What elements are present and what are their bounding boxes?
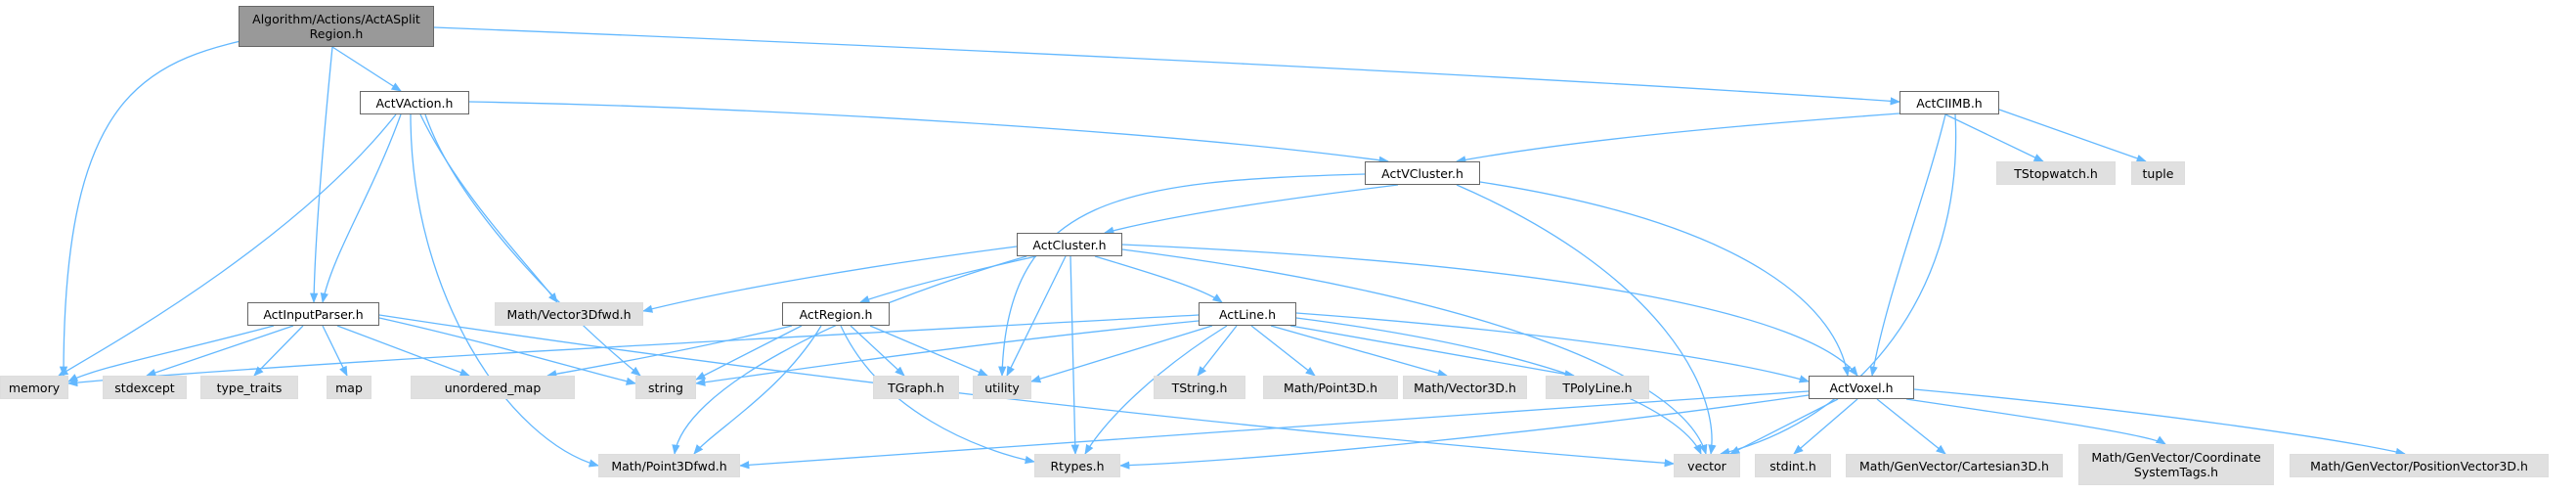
node-memory: memory bbox=[0, 376, 68, 399]
node-root-line2: Region.h bbox=[309, 26, 364, 41]
edge-root-memory bbox=[59, 33, 275, 378]
edge-actline-actvoxel bbox=[1295, 312, 1811, 383]
edge-actvaction-string bbox=[424, 113, 641, 377]
edge-actvcluster-utility bbox=[998, 173, 1366, 378]
edge-actcluster-mathpoint3dfwd bbox=[672, 255, 1027, 456]
node-actvoxel[interactable]: ActVoxel.h bbox=[1809, 376, 1914, 399]
node-actregion[interactable]: ActRegion.h bbox=[782, 302, 890, 326]
edge-actvoxel-mathpoint3dfwd bbox=[738, 390, 1810, 470]
edge-actvcluster-actcluster bbox=[1103, 184, 1399, 235]
node-actline[interactable]: ActLine.h bbox=[1199, 302, 1296, 326]
edge-actinputparser-string bbox=[378, 317, 637, 385]
node-root-line1: Algorithm/Actions/ActASplit bbox=[252, 12, 420, 26]
edge-actcluster-rtypes bbox=[1070, 255, 1079, 456]
node-string: string bbox=[635, 376, 696, 399]
node-tpolyline: TPolyLine.h bbox=[1546, 376, 1649, 399]
node-actvcluster[interactable]: ActVCluster.h bbox=[1365, 161, 1480, 185]
edge-root-actvaction bbox=[331, 46, 402, 92]
node-cartesian3d: Math/GenVector/Cartesian3D.h bbox=[1846, 454, 2063, 477]
node-actvaction[interactable]: ActVAction.h bbox=[360, 91, 469, 114]
edge-actcluster-actregion bbox=[859, 255, 1037, 303]
edge-actregion-rtypes bbox=[840, 325, 1036, 465]
edge-actclimb-tstopwatch bbox=[1944, 113, 2044, 162]
edge-actvaction-memory bbox=[58, 113, 397, 377]
edge-actinputparser-map bbox=[322, 325, 348, 377]
node-coordsys-line2: SystemTags.h bbox=[2133, 465, 2219, 479]
edge-actregion-utility bbox=[869, 325, 988, 377]
node-root-actasplitregion: Algorithm/Actions/ActASplit Region.h bbox=[239, 6, 434, 47]
edge-actcluster-actline bbox=[1094, 255, 1223, 303]
node-utility: utility bbox=[973, 376, 1031, 399]
edge-actvaction-actvcluster bbox=[468, 101, 1390, 164]
node-type-traits: type_traits bbox=[200, 376, 298, 399]
node-actinputparser[interactable]: ActInputParser.h bbox=[247, 302, 379, 326]
node-coordsys-line1: Math/GenVector/Coordinate bbox=[2091, 450, 2261, 465]
edge-actinputparser-memory bbox=[67, 325, 275, 382]
edge-actvoxel-stdint bbox=[1793, 398, 1858, 455]
node-coordinatesystemtags: Math/GenVector/Coordinate SystemTags.h bbox=[2078, 444, 2274, 485]
edge-actline-mathpoint3d bbox=[1250, 325, 1316, 377]
node-tuple: tuple bbox=[2131, 161, 2185, 185]
node-tstopwatch: TStopwatch.h bbox=[1996, 161, 2116, 185]
node-tstring: TString.h bbox=[1154, 376, 1245, 399]
node-actclimb[interactable]: ActCIIMB.h bbox=[1899, 91, 1999, 114]
edge-actline-tpolyline bbox=[1289, 325, 1576, 379]
edge-actvcluster-vector bbox=[1456, 184, 1717, 456]
node-unordered-map: unordered_map bbox=[411, 376, 575, 399]
edge-actclimb-actvoxel bbox=[1869, 113, 1946, 378]
edge-actvoxel-coordsys bbox=[1905, 398, 2166, 445]
node-stdexcept: stdexcept bbox=[103, 376, 187, 399]
edge-actinputparser-unorderedmap bbox=[336, 325, 470, 377]
edge-actvoxel-positionvector3d bbox=[1913, 388, 2407, 456]
edge-actcluster-mathvector3dfwd bbox=[641, 246, 1018, 313]
edge-actvcluster-actvoxel bbox=[1479, 181, 1851, 378]
edge-root-actclimb bbox=[433, 26, 1901, 106]
edge-actinputparser-typetraits bbox=[253, 325, 304, 377]
edge-actline-string bbox=[694, 320, 1200, 386]
node-vector: vector bbox=[1674, 454, 1740, 477]
edge-actinputparser-stdexcept bbox=[146, 325, 294, 377]
edge-actline-memory bbox=[66, 314, 1200, 387]
node-map: map bbox=[327, 376, 371, 399]
edge-actvoxel-vector bbox=[1729, 398, 1839, 455]
edge-actvaction-mathpoint3dfwd bbox=[410, 113, 600, 468]
node-actcluster[interactable]: ActCluster.h bbox=[1017, 233, 1122, 256]
node-tgraph: TGraph.h bbox=[873, 376, 959, 399]
edge-actvaction-actinputparser bbox=[320, 113, 402, 304]
edge-actcluster-utility bbox=[1006, 255, 1067, 377]
node-stdint: stdint.h bbox=[1755, 454, 1831, 477]
edge-actvaction-mathvector3dfwd bbox=[419, 113, 558, 303]
node-mathvector3d: Math/Vector3D.h bbox=[1403, 376, 1527, 399]
edge-actregion-mathpoint3dfwd bbox=[693, 325, 822, 455]
edge-actline-utility bbox=[1030, 325, 1213, 383]
node-mathpoint3dfwd: Math/Point3Dfwd.h bbox=[598, 454, 740, 477]
edge-root-actinputparser bbox=[310, 46, 333, 304]
edge-actclimb-actvcluster bbox=[1455, 112, 1900, 164]
edge-actcluster-actvoxel bbox=[1121, 244, 1858, 377]
edge-actline-mathvector3d bbox=[1270, 325, 1449, 378]
edge-actregion-tgraph bbox=[850, 325, 905, 377]
node-mathpoint3d: Math/Point3D.h bbox=[1263, 376, 1398, 399]
edge-actvoxel-cartesian3d bbox=[1876, 398, 1946, 455]
edge-actcluster-vector bbox=[1121, 248, 1708, 455]
edge-actclimb-vector bbox=[1719, 113, 1957, 456]
node-positionvector3d: Math/GenVector/PositionVector3D.h bbox=[2290, 454, 2549, 477]
edge-actregion-string bbox=[695, 325, 803, 381]
node-rtypes: Rtypes.h bbox=[1034, 454, 1120, 477]
edge-actclimb-tuple bbox=[1998, 109, 2147, 162]
edge-actvoxel-rtypes bbox=[1118, 394, 1810, 470]
edge-actregion-unorderedmap bbox=[546, 325, 793, 379]
edge-actline-tstring bbox=[1197, 325, 1238, 377]
node-mathvector3dfwd: Math/Vector3Dfwd.h bbox=[495, 302, 643, 326]
